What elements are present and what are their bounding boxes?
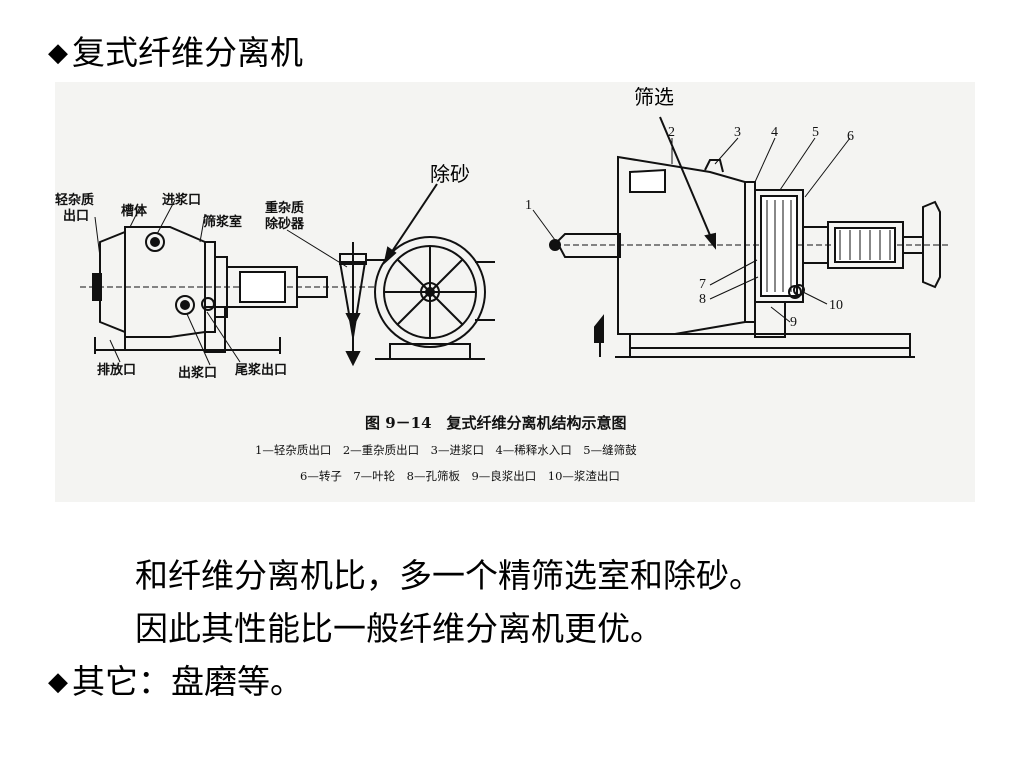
slide-heading-1: ◆复式纤维分离机 — [48, 33, 303, 76]
figure-legend-line-1: 1—轻杂质出口 2—重杂质出口 3—进浆口 4—稀释水入口 5—缝筛鼓 — [255, 443, 637, 457]
heading-text: 其它：盘磨等。 — [72, 662, 303, 701]
diamond-bullet-icon: ◆ — [48, 38, 68, 68]
paragraph-line-2: 因此其性能比一般纤维分离机更优。 — [135, 609, 663, 648]
label-outlet: 出浆口 — [178, 365, 217, 381]
paragraph-line-1: 和纤维分离机比，多一个精筛选室和除砂。 — [135, 556, 762, 595]
slide-heading-2: ◆其它：盘磨等。 — [48, 662, 303, 705]
part-number-1: 1 — [525, 198, 532, 213]
label-tank: 槽体 — [121, 203, 148, 219]
diagram-drawing: 筛选 除砂 轻杂质 出口 槽体 进浆口 筛浆室 重杂质 除砂器 排放口 出浆口 … — [55, 82, 975, 502]
machine-diagram: 筛选 除砂 轻杂质 出口 槽体 进浆口 筛浆室 重杂质 除砂器 排放口 出浆口 … — [55, 82, 975, 502]
figure-caption: 图 9－14 复式纤维分离机结构示意图 — [365, 414, 627, 432]
label-light-outlet-2: 出口 — [63, 208, 89, 224]
label-tail: 尾浆出口 — [235, 362, 287, 378]
annotation-screening: 筛选 — [634, 85, 674, 109]
part-number-5: 5 — [812, 125, 819, 140]
part-number-9: 9 — [790, 315, 797, 330]
heading-text: 复式纤维分离机 — [72, 33, 303, 72]
label-heavy-1: 重杂质 — [265, 200, 304, 216]
label-light-outlet-1: 轻杂质 — [55, 192, 94, 208]
diamond-bullet-icon: ◆ — [48, 667, 68, 697]
part-number-4: 4 — [771, 125, 778, 140]
part-number-10: 10 — [829, 298, 843, 313]
part-number-2: 2 — [668, 125, 675, 140]
part-number-6: 6 — [847, 129, 854, 144]
label-inlet: 进浆口 — [162, 192, 201, 208]
annotation-desanding: 除砂 — [430, 162, 470, 186]
figure-legend-line-2: 6—转子 7—叶轮 8—孔筛板 9—良浆出口 10—浆渣出口 — [300, 469, 620, 483]
part-number-7: 7 — [699, 277, 706, 292]
label-heavy-2: 除砂器 — [265, 216, 305, 232]
label-screen-chamber: 筛浆室 — [203, 214, 242, 230]
part-number-3: 3 — [734, 125, 741, 140]
label-drain: 排放口 — [97, 362, 136, 378]
part-number-8: 8 — [699, 292, 706, 307]
